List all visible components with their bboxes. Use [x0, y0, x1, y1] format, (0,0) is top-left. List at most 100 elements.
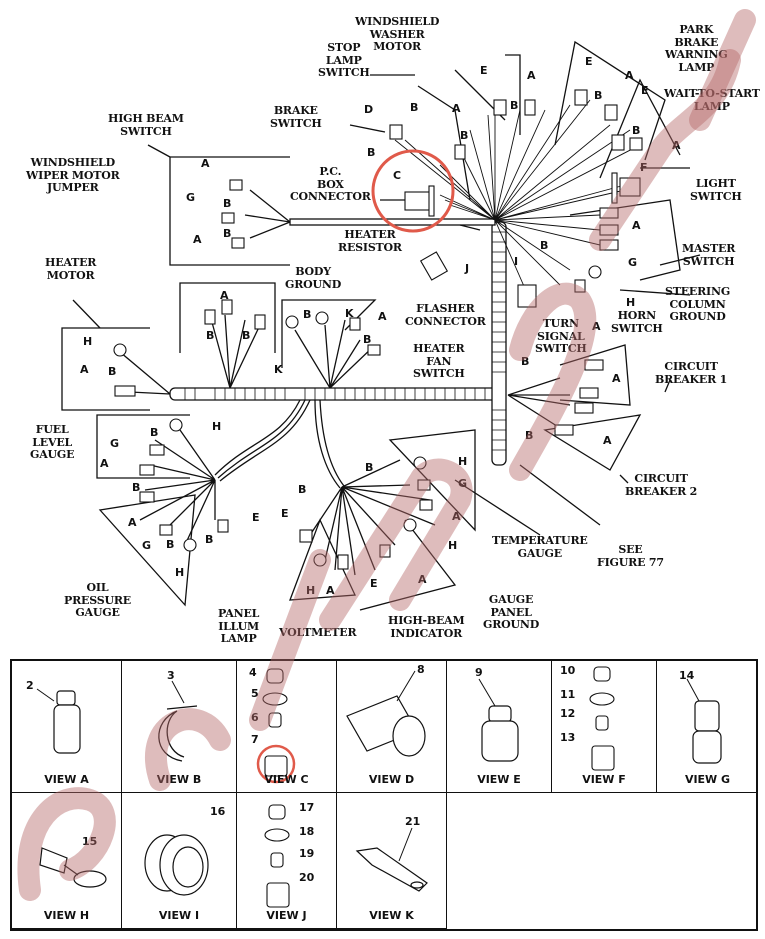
- item-number: 12: [560, 707, 576, 720]
- view-label: VIEW F: [582, 773, 626, 786]
- view-i-cell: 16 VIEW I: [122, 793, 237, 929]
- callout-letter: E: [281, 507, 289, 520]
- view-label: VIEW K: [369, 909, 414, 922]
- label-master-switch: MASTER SWITCH: [682, 242, 736, 268]
- item-number: 6: [251, 711, 259, 724]
- callout-letter: B: [303, 308, 312, 321]
- item-number: 15: [82, 835, 98, 848]
- label-high-beam-switch: HIGH BEAM SWITCH: [108, 112, 184, 138]
- callout-letter: B: [367, 146, 376, 159]
- callout-letter: H: [306, 584, 316, 597]
- item-number: 9: [475, 666, 483, 679]
- callout-letter: H: [458, 455, 468, 468]
- harness-drawing: [61, 40, 701, 611]
- view-label: VIEW J: [266, 909, 307, 922]
- callout-letter: B: [521, 355, 530, 368]
- label-fuel-level-gauge: FUEL LEVEL GAUGE: [30, 423, 75, 461]
- callout-letter: B: [540, 239, 549, 252]
- view-label: VIEW E: [477, 773, 521, 786]
- callout-letter: J: [465, 262, 470, 275]
- label-windshield-wiper-motor-jumper: WINDSHIELD WIPER MOTOR JUMPER: [26, 156, 120, 194]
- label-voltmeter: VOLTMETER: [279, 626, 357, 639]
- item-number: 16: [210, 805, 226, 818]
- callout-letter: A: [452, 102, 461, 115]
- item-number: 5: [251, 687, 259, 700]
- label-see-figure-77: SEE FIGURE 77: [597, 543, 664, 569]
- callout-letter: A: [592, 320, 601, 333]
- callout-letter: H: [212, 420, 222, 433]
- callout-letter: I: [514, 255, 519, 268]
- view-g-cell: 14 VIEW G: [657, 661, 758, 793]
- label-heater-resistor: HEATER RESISTOR: [338, 228, 402, 254]
- item-number: 7: [251, 733, 259, 746]
- callout-letter: A: [603, 434, 612, 447]
- callout-letter: B: [108, 365, 117, 378]
- callout-letter: H: [175, 566, 185, 579]
- callout-letter: G: [186, 191, 196, 204]
- callout-letter: C: [393, 169, 402, 182]
- callout-letter: B: [132, 481, 141, 494]
- callout-letter: B: [510, 99, 519, 112]
- pc-box-connector-body: [404, 191, 431, 211]
- connector: [231, 237, 245, 249]
- callout-letter: K: [345, 307, 354, 320]
- view-label: VIEW A: [44, 773, 89, 786]
- view-k-cell: 21 VIEW K: [337, 793, 447, 929]
- label-high-beam-indicator: HIGH-BEAM INDICATOR: [388, 614, 465, 640]
- callout-letter: B: [632, 124, 641, 137]
- callout-letter: E: [641, 84, 649, 97]
- callout-letter: E: [585, 55, 593, 68]
- callout-letter: A: [201, 157, 210, 170]
- item-number: 4: [249, 666, 257, 679]
- callout-letter: B: [460, 129, 469, 142]
- view-label: VIEW C: [264, 773, 309, 786]
- item-number: 14: [679, 669, 695, 682]
- item-number: 18: [299, 825, 315, 838]
- callout-letter: B: [594, 89, 603, 102]
- callout-letter: B: [223, 227, 232, 240]
- item-number: 3: [167, 669, 175, 682]
- callout-letter: B: [223, 197, 232, 210]
- label-oil-pressure-gauge: OIL PRESSURE GAUGE: [64, 581, 131, 619]
- view-h-cell: 15 VIEW H: [12, 793, 122, 929]
- callout-letter: G: [628, 256, 638, 269]
- callout-letter: B: [150, 426, 159, 439]
- callout-letter: F: [640, 161, 648, 174]
- label-horn-switch: HORN SWITCH: [611, 309, 663, 335]
- item-number: 8: [417, 663, 425, 676]
- label-light-switch: LIGHT SWITCH: [690, 177, 742, 203]
- label-park-brake-warning-lamp: PARK BRAKE WARNING LAMP: [665, 23, 728, 74]
- callout-letter: H: [83, 335, 93, 348]
- label-heater-fan-switch: HEATER FAN SWITCH: [413, 342, 465, 380]
- callout-letter: A: [326, 584, 335, 597]
- connector: [229, 179, 243, 191]
- view-e-cell: 9 VIEW E: [447, 661, 552, 793]
- callout-letter: A: [80, 363, 89, 376]
- callout-letter: A: [220, 289, 229, 302]
- callout-letter: A: [193, 233, 202, 246]
- view-f-cell: 10 11 12 13 VIEW F: [552, 661, 657, 793]
- view-j-cell: 17 18 19 20 VIEW J: [237, 793, 337, 929]
- callout-letter: A: [452, 510, 461, 523]
- callout-letter: B: [205, 533, 214, 546]
- wiring-harness-diagram: WINDSHIELD WASHER MOTOR STOP LAMP SWITCH…: [26, 15, 760, 644]
- callout-letter: G: [110, 437, 120, 450]
- label-pc-box-connector: P.C. BOX CONNECTOR: [290, 165, 371, 203]
- item-number: 21: [405, 815, 421, 828]
- item-number: 2: [26, 679, 34, 692]
- callout-letter: G: [458, 477, 468, 490]
- callout-letter: A: [527, 69, 536, 82]
- item-number: 20: [299, 871, 315, 884]
- item-number: 17: [299, 801, 315, 814]
- label-flasher-connector: FLASHER CONNECTOR: [405, 302, 486, 328]
- callout-letter: A: [672, 139, 681, 152]
- view-a-cell: 2 VIEW A: [12, 661, 122, 793]
- item-number: 19: [299, 847, 315, 860]
- highlight-circle-pc-box: [371, 149, 455, 233]
- callout-letter: B: [298, 483, 307, 496]
- view-label: VIEW H: [43, 909, 90, 922]
- callout-letter: E: [480, 64, 488, 77]
- view-label: VIEW G: [684, 773, 731, 786]
- label-steering-column-ground: STEERING COLUMN GROUND: [665, 285, 731, 323]
- label-gauge-panel-ground: GAUGE PANEL GROUND: [483, 593, 540, 631]
